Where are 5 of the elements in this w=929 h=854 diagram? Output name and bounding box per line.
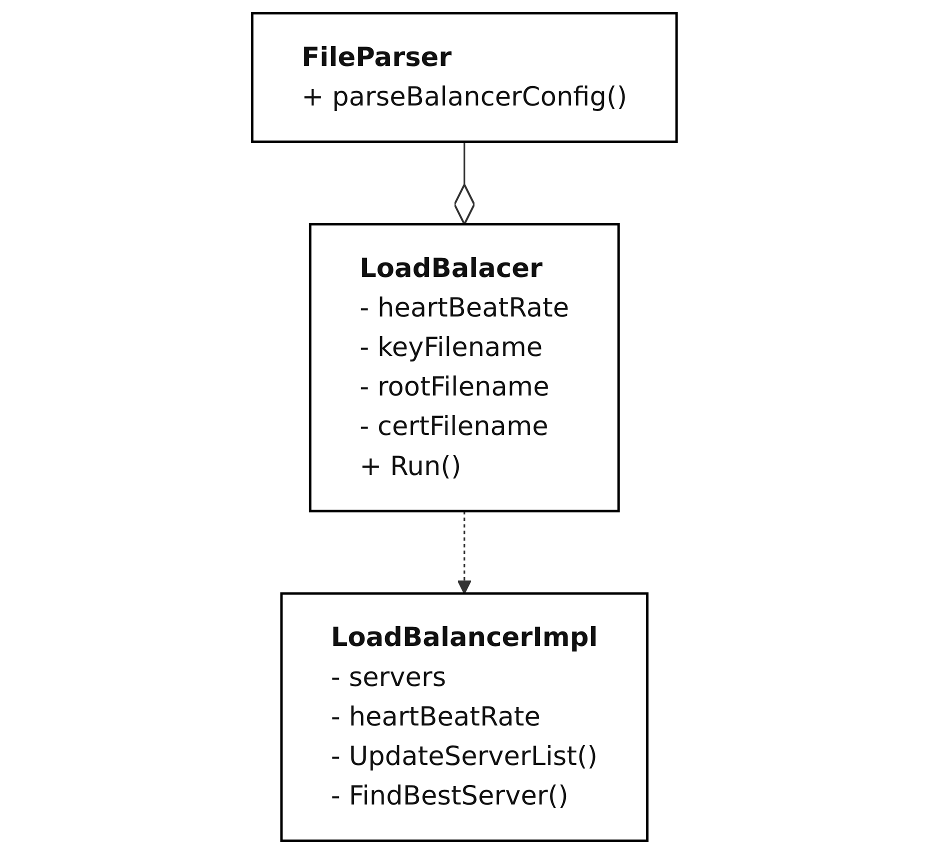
arrow <box>457 511 472 594</box>
connector <box>454 142 476 226</box>
node-box: LoadBalacer - heartBeatRate - keyFilename - rootFilename - certFilename + Run() <box>309 222 620 512</box>
node-box: LoadBalancerImpl - servers - heartBeatRate - UpdateServerList() - FindBestServer() <box>280 592 649 842</box>
node-box: FileParser + parseBalancerConfig() <box>251 12 678 144</box>
